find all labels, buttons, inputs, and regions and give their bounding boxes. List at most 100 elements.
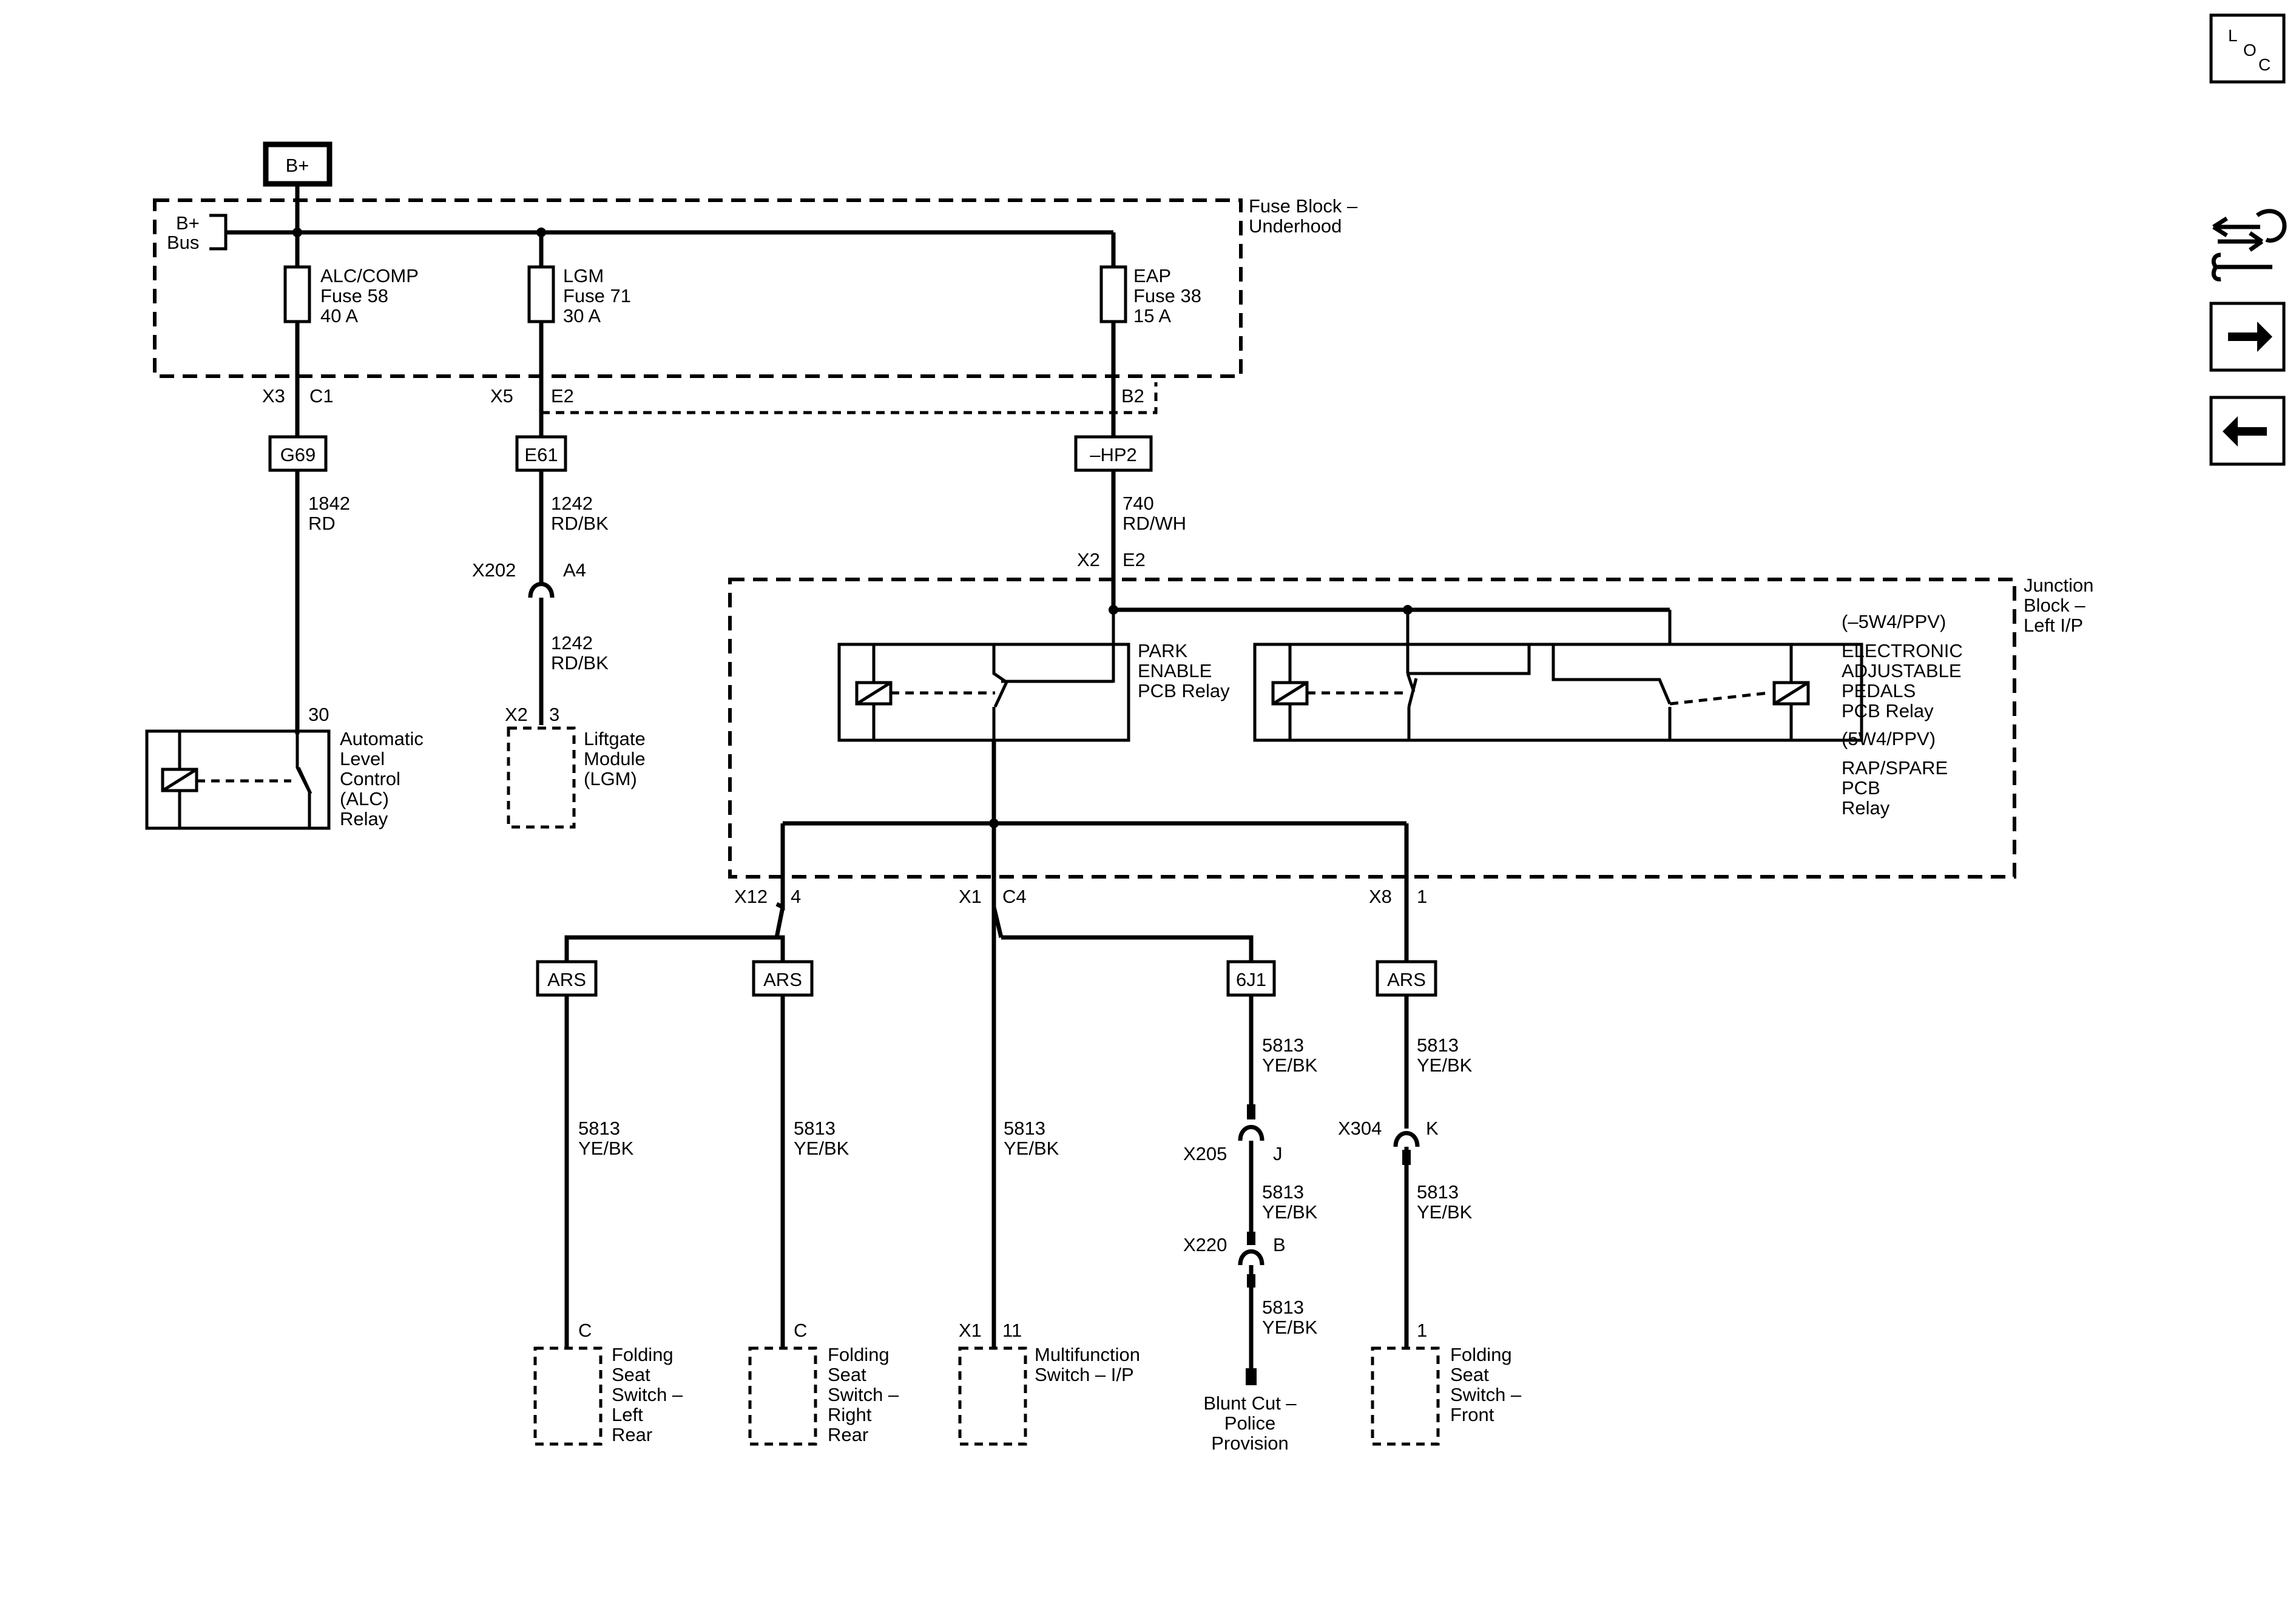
pin-4: 4	[791, 886, 801, 907]
connector-x220: X220	[1183, 1234, 1227, 1255]
wire-5813-color-4: YE/BK	[1262, 1055, 1318, 1076]
svg-text:ADJUSTABLE: ADJUSTABLE	[1842, 660, 1962, 681]
alc-relay-label: Automatic	[340, 728, 424, 749]
svg-text:Relay: Relay	[340, 808, 388, 829]
option-box-g69: G69	[268, 435, 328, 472]
svg-text:EAP: EAP	[1133, 265, 1171, 286]
previous-page-button[interactable]	[2209, 396, 2286, 466]
connector-x2-jb: X2	[1077, 549, 1100, 570]
option-box-ars-left: ARS	[536, 960, 598, 997]
inline-connector-x304	[1393, 1131, 1420, 1147]
wire-5813-circuit-1: 5813	[578, 1118, 620, 1139]
folding-seat-switch-left-rear	[533, 1346, 603, 1446]
svg-text:Switch –: Switch –	[828, 1384, 899, 1405]
pin-b: B	[1273, 1234, 1286, 1255]
wire-5813-color-8: YE/BK	[1417, 1201, 1473, 1223]
connector-x12: X12	[734, 886, 768, 907]
svg-text:ALC/COMP: ALC/COMP	[320, 265, 419, 286]
svg-text:G69: G69	[280, 444, 316, 465]
loc-button[interactable]: L O C	[2209, 13, 2286, 84]
wire-740-color: RD/WH	[1123, 513, 1186, 534]
wire-5813-color-6: YE/BK	[1262, 1317, 1318, 1338]
connector-x1: X1	[959, 886, 982, 907]
wire-5813-circuit-6: 5813	[1262, 1297, 1304, 1318]
connector-tool-icon[interactable]	[2211, 209, 2287, 282]
wire-5813-color-2: YE/BK	[794, 1138, 849, 1159]
wire-1242-color-b: RD/BK	[551, 652, 609, 673]
loc-letter-c: C	[2258, 55, 2271, 74]
svg-text:Police: Police	[1224, 1413, 1275, 1434]
svg-text:Underhood: Underhood	[1249, 215, 1342, 237]
connector-x3: X3	[262, 385, 285, 407]
svg-text:PEDALS: PEDALS	[1842, 680, 1916, 701]
svg-text:Control: Control	[340, 768, 400, 789]
connector-x2-lgm: X2	[505, 704, 528, 725]
connector-x205: X205	[1183, 1143, 1227, 1164]
wire-1842-color: RD	[308, 513, 336, 534]
junction-block-left-ip	[728, 578, 2016, 879]
bus-label: B+	[176, 212, 200, 234]
arrow-right-icon	[2228, 322, 2272, 352]
junction-block-title: Junction	[2024, 575, 2093, 596]
option-box-6j1: 6J1	[1226, 960, 1276, 997]
wire-5813-circuit-2: 5813	[794, 1118, 836, 1139]
pin-b2: B2	[1121, 385, 1144, 407]
svg-text:Fuse 71: Fuse 71	[563, 285, 631, 306]
svg-text:Fuse 58: Fuse 58	[320, 285, 388, 306]
svg-text:(LGM): (LGM)	[584, 768, 637, 789]
svg-text:Folding: Folding	[1450, 1344, 1512, 1365]
svg-text:Seat: Seat	[1450, 1364, 1489, 1385]
park-enable-pcb-relay	[837, 643, 1130, 825]
svg-text:(ALC): (ALC)	[340, 788, 389, 809]
wire-5813-color-5: YE/BK	[1262, 1201, 1318, 1223]
loc-letter-l: L	[2228, 26, 2238, 45]
connector-x1-mfs: X1	[959, 1320, 982, 1341]
svg-text:Rear: Rear	[612, 1424, 652, 1445]
svg-text:40 A: 40 A	[320, 305, 358, 326]
connector-x202: X202	[472, 559, 516, 581]
loc-letter-o: O	[2243, 41, 2257, 59]
inline-connector-x220	[1238, 1249, 1264, 1266]
park-relay-label: PARK	[1138, 640, 1187, 661]
svg-text:Left: Left	[612, 1404, 643, 1425]
svg-text:Switch –: Switch –	[612, 1384, 683, 1405]
pin-c-right: C	[794, 1320, 807, 1341]
folding-seat-switch-front	[1371, 1346, 1440, 1446]
svg-text:15 A: 15 A	[1133, 305, 1171, 326]
svg-text:Rear: Rear	[828, 1424, 868, 1445]
svg-text:ARS: ARS	[547, 969, 586, 990]
eap-relay-label: (–5W4/PPV)	[1842, 611, 1946, 632]
wire-740-circuit: 740	[1123, 493, 1154, 514]
fuse-lgm: LGM Fuse 71 30 A	[527, 265, 631, 326]
svg-text:Folding: Folding	[612, 1344, 674, 1365]
option-box-ars-right: ARS	[752, 960, 814, 997]
pin-e2: E2	[551, 385, 574, 407]
connector-x8: X8	[1369, 886, 1392, 907]
liftgate-module	[507, 726, 576, 829]
pin-c1: C1	[309, 385, 334, 407]
option-box-hp2: –HP2	[1074, 435, 1153, 472]
svg-text:ENABLE: ENABLE	[1138, 660, 1212, 681]
electronic-adjustable-pedals-relay	[1253, 643, 1863, 742]
wire-1242-circuit-b: 1242	[551, 632, 593, 653]
pin-k: K	[1426, 1118, 1439, 1139]
svg-text:PCB: PCB	[1842, 777, 1880, 798]
svg-text:6J1: 6J1	[1236, 969, 1266, 990]
svg-text:Module: Module	[584, 748, 646, 769]
lgm-label: Liftgate	[584, 728, 646, 749]
source-label: B+	[286, 155, 309, 176]
wire-5813-color-1: YE/BK	[578, 1138, 634, 1159]
pin-c-left: C	[578, 1320, 592, 1341]
battery-positive-source: B+	[263, 141, 333, 187]
pin-11: 11	[1002, 1320, 1022, 1341]
svg-text:Folding: Folding	[828, 1344, 890, 1365]
svg-text:ARS: ARS	[763, 969, 802, 990]
wire-5813-circuit-7: 5813	[1417, 1035, 1459, 1056]
pin-1: 1	[1417, 886, 1427, 907]
wire-5813-color-3: YE/BK	[1004, 1138, 1059, 1159]
svg-text:Front: Front	[1450, 1404, 1494, 1425]
next-page-button[interactable]	[2209, 302, 2286, 372]
pin-a4: A4	[563, 559, 586, 581]
svg-text:Seat: Seat	[828, 1364, 866, 1385]
